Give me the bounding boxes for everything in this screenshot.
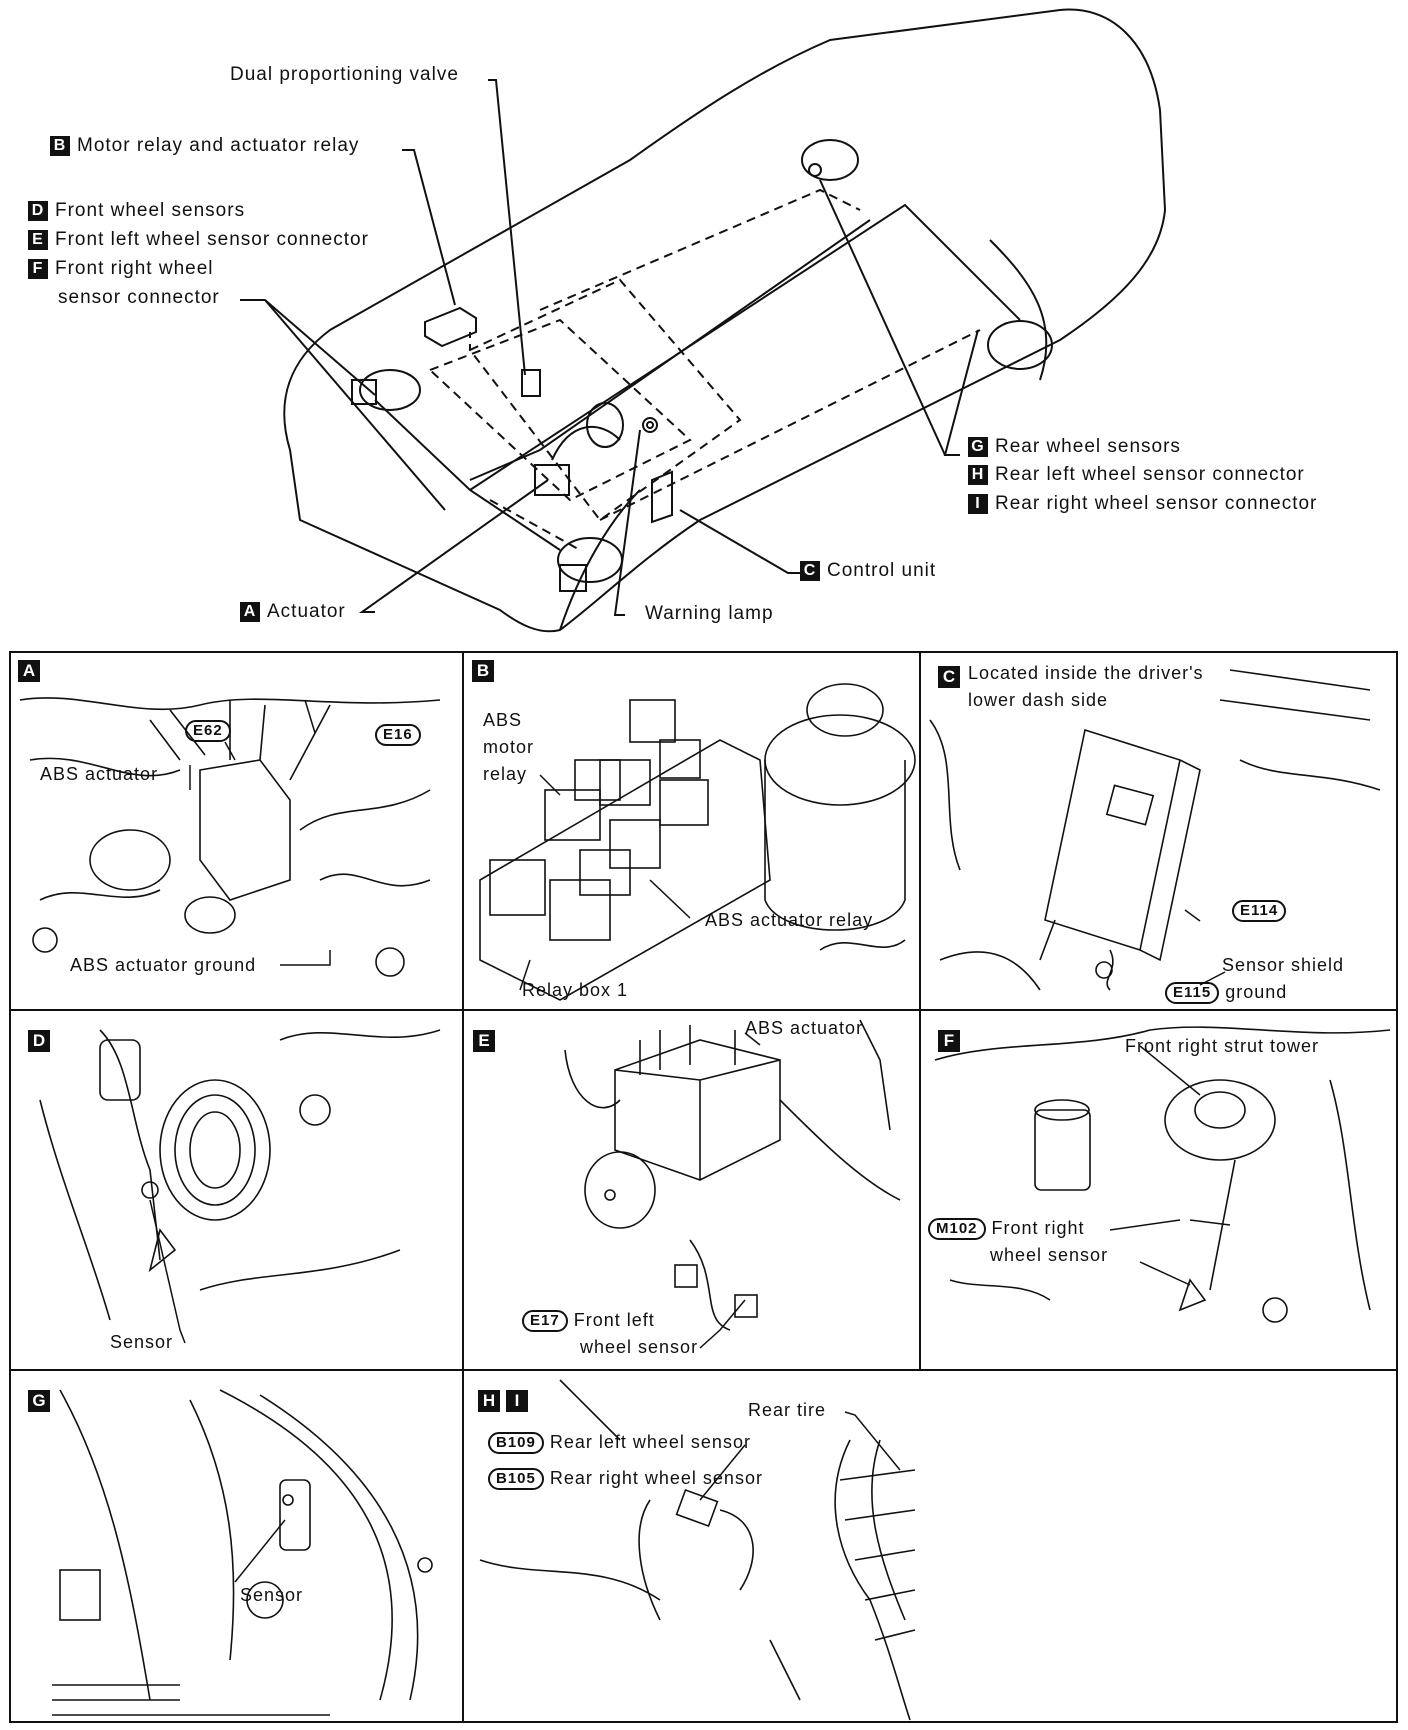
panel-g-sensor: Sensor [240, 1585, 304, 1605]
motor-relay-text: Motor relay and actuator relay [77, 135, 360, 156]
relay-box-overview [424, 306, 477, 348]
control-unit-text: Control unit [827, 560, 937, 581]
dual-proportioning-valve-label: Dual proportioning valve [230, 64, 459, 85]
panel-e-abs-actuator: ABS actuator [745, 1018, 864, 1038]
front-wheel-sensors-label: D Front wheel sensors [28, 200, 245, 222]
panel-a-e16: E16 [375, 724, 427, 747]
actuator-label: A Actuator [240, 601, 346, 623]
rear-right-connector-text: Rear right wheel sensor connector [995, 493, 1318, 514]
actuator-overview [534, 464, 570, 496]
panel-a-e62: E62 [185, 720, 237, 743]
connector-b105-badge: B105 [488, 1468, 544, 1491]
panel-f-key: F [938, 1030, 960, 1052]
connector-b109-badge: B109 [488, 1432, 544, 1455]
panel-a-ground-label: ABS actuator ground [70, 955, 257, 975]
panel-g-illustration [52, 1389, 433, 1716]
actuator-text: Actuator [267, 601, 346, 622]
front-left-connector-text: Front left wheel sensor connector [55, 229, 369, 250]
panel-b-illustration [479, 683, 916, 1001]
panel-hi-rear-tire: Rear tire [748, 1400, 827, 1420]
key-h-badge: H [968, 464, 988, 485]
front-right-connector-label: F Front right wheel [28, 258, 214, 280]
warning-lamp-label: Warning lamp [645, 603, 774, 624]
panel-c-shield-1: Sensor shield [1222, 955, 1345, 975]
panel-a-abs-actuator-label: ABS actuator [40, 764, 159, 784]
connector-e17-badge: E17 [522, 1310, 568, 1333]
panel-hi-illustration [479, 1379, 916, 1721]
panel-f-strut-tower: Front right strut tower [1125, 1036, 1320, 1056]
panel-hi-rear-left: Rear left wheel sensor [549, 1432, 751, 1452]
panel-d-sensor: Sensor [110, 1332, 174, 1352]
panel-a-key: A [18, 660, 40, 682]
panel-c-located-2: lower dash side [968, 690, 1109, 710]
rear-right-connector-label: I Rear right wheel sensor connector [968, 493, 1317, 515]
panel-b-motor-relay-1: ABS [483, 710, 523, 730]
panel-b-actuator-relay: ABS actuator relay [705, 910, 874, 930]
front-left-connector-label: E Front left wheel sensor connector [28, 229, 369, 251]
rear-wheel-sensors-label: G Rear wheel sensors [968, 436, 1181, 458]
panel-b-relay-box: Relay box 1 [522, 980, 629, 1000]
front-right-connector-text-1: Front right wheel [55, 258, 214, 279]
key-f-badge: F [28, 258, 48, 279]
front-wheel-sensors-text: Front wheel sensors [55, 200, 246, 221]
key-b-badge: B [50, 135, 70, 156]
key-a-badge: A [240, 601, 260, 622]
panel-c-located-1: Located inside the driver's [968, 663, 1204, 683]
key-d-badge: D [28, 200, 48, 221]
panel-g-key: G [28, 1390, 50, 1412]
connector-m102-badge: M102 [928, 1218, 986, 1241]
car-body-outline [283, 8, 1167, 633]
panel-i-key: I [506, 1390, 528, 1412]
panel-f-front-right-2: wheel sensor [990, 1245, 1109, 1265]
panel-b-motor-relay-3: relay [483, 764, 528, 784]
key-c-badge: C [800, 560, 820, 581]
panel-c-key: C [938, 666, 960, 688]
front-right-connector-text-2: sensor connector [58, 287, 220, 308]
control-unit-overview [651, 470, 673, 524]
rear-left-connector-label: H Rear left wheel sensor connector [968, 464, 1305, 486]
key-g-badge: G [968, 436, 988, 457]
panel-f-front-right-1: Front right [991, 1218, 1085, 1238]
panel-hi-rear-right: Rear right wheel sensor [549, 1468, 763, 1488]
panel-e-front-left-1: Front left [573, 1310, 655, 1330]
panel-e-key: E [473, 1030, 495, 1052]
panel-f-illustration [934, 1026, 1391, 1323]
motor-relay-label: B Motor relay and actuator relay [50, 135, 359, 157]
connector-e16-badge: E16 [375, 724, 421, 747]
connector-e114-badge: E114 [1232, 900, 1287, 923]
connector-e115-badge: E115 [1165, 982, 1220, 1005]
panel-d-illustration [39, 1029, 441, 1321]
control-unit-label: C Control unit [800, 560, 936, 582]
rear-wheel-sensors-text: Rear wheel sensors [995, 436, 1181, 457]
panel-e-illustration [564, 1019, 901, 1331]
key-e-badge: E [28, 229, 48, 250]
panel-c-illustration [929, 669, 1381, 991]
connector-e62-badge: E62 [185, 720, 231, 743]
panel-d-key: D [28, 1030, 50, 1052]
panel-c-e114: E114 [1232, 900, 1292, 923]
panel-h-key: H [478, 1390, 500, 1412]
key-i-badge: I [968, 493, 988, 514]
panel-e-front-left-2: wheel sensor [580, 1337, 699, 1357]
panel-b-motor-relay-2: motor [483, 737, 535, 757]
rear-right-wheel [987, 320, 1053, 370]
panel-b-key: B [472, 660, 494, 682]
panel-c-shield-2: ground [1225, 982, 1288, 1002]
rear-left-connector-text: Rear left wheel sensor connector [995, 464, 1305, 485]
rear-left-wheel [801, 139, 859, 181]
front-left-wheel [359, 369, 421, 411]
